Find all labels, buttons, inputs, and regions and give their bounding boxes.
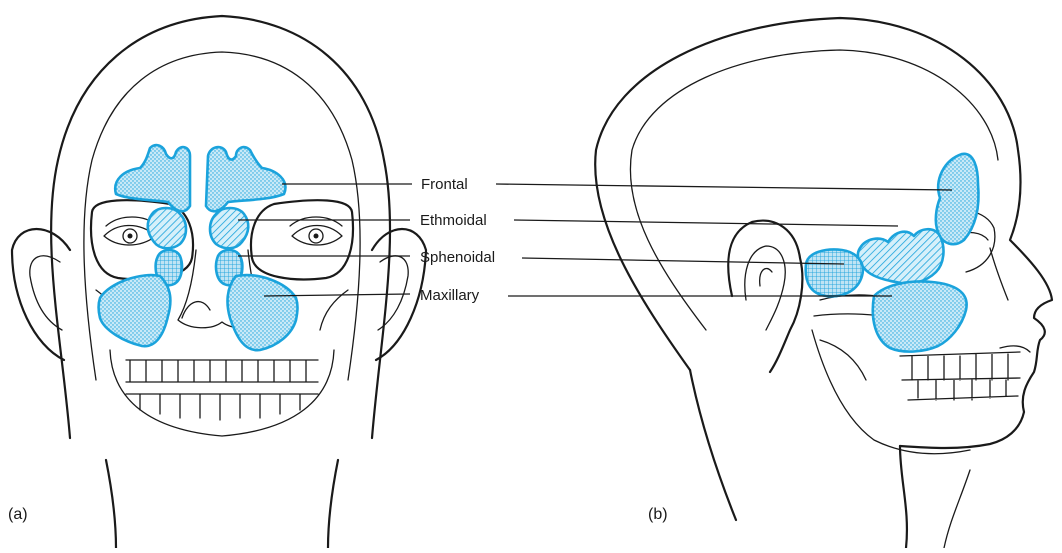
front-view-figure — [12, 16, 426, 548]
side-teeth — [900, 352, 1020, 400]
label-sphenoidal: Sphenoidal — [420, 249, 495, 266]
leader-sphenoidal-right — [522, 258, 844, 264]
front-ethmoidal-sinus-right — [210, 208, 248, 248]
panel-label-b: (b) — [648, 506, 668, 523]
label-maxillary: Maxillary — [420, 287, 480, 304]
front-left-ear — [12, 229, 70, 360]
side-frontal-sinus — [936, 154, 979, 244]
leader-frontal-right — [496, 184, 952, 190]
label-frontal: Frontal — [421, 176, 468, 193]
front-frontal-sinus-left — [115, 145, 190, 211]
sinus-labels: Frontal Ethmoidal Sphenoidal Maxillary — [420, 176, 495, 304]
front-maxillary-sinus-left — [99, 275, 171, 346]
front-frontal-sinus-right — [206, 147, 285, 211]
panel-label-a: (a) — [8, 506, 28, 523]
leader-ethmoidal-right — [514, 220, 898, 226]
side-view-figure — [595, 18, 1052, 548]
front-maxillary-sinus-right — [228, 275, 298, 350]
front-jaw-outline — [110, 350, 334, 436]
front-teeth — [126, 360, 318, 420]
side-ethmoidal-sinus — [858, 229, 944, 283]
side-sphenoidal-sinus — [806, 250, 863, 297]
side-maxillary-sinus — [873, 282, 967, 352]
side-head-outline — [595, 18, 1052, 448]
label-ethmoidal: Ethmoidal — [420, 212, 487, 229]
front-ethmoidal-sinus-left — [148, 208, 186, 248]
